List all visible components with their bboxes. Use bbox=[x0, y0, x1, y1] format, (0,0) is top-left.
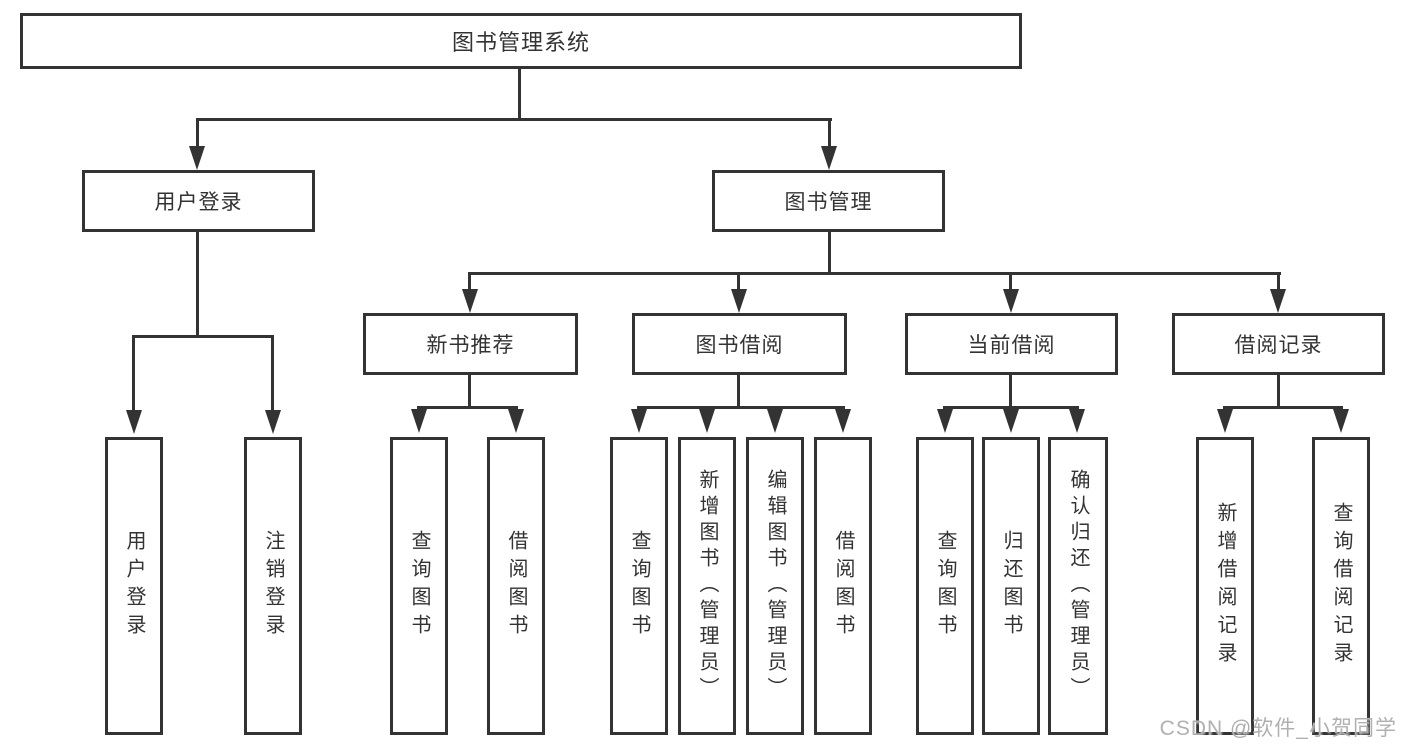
connector-root-stem bbox=[518, 69, 521, 120]
node-label: 当前借阅 bbox=[967, 334, 1056, 357]
arrowhead-g5-leaf1 bbox=[1217, 409, 1233, 433]
connector-book-mgmt-stem bbox=[828, 232, 831, 274]
connector-stem-login-leaf2 bbox=[271, 335, 274, 411]
node-current-borrowing: 当前借阅 bbox=[905, 313, 1118, 375]
leaf-label: 归还图书 bbox=[1000, 530, 1022, 642]
leaf-label: 新增借阅记录 bbox=[1214, 502, 1236, 670]
leaf-add-borrow-record: 新增借阅记录 bbox=[1196, 437, 1254, 735]
leaf-label: 查询图书 bbox=[628, 530, 650, 642]
leaf-return-books: 归还图书 bbox=[982, 437, 1040, 735]
node-label: 用户登录 bbox=[154, 191, 243, 214]
connector-stem-user-login bbox=[196, 118, 199, 148]
arrowhead-book-borrow bbox=[731, 289, 747, 313]
connector-g2-rail bbox=[417, 406, 518, 409]
leaf-label: 编辑图书（管理员） bbox=[764, 469, 786, 703]
arrowhead-login-leaf2 bbox=[265, 410, 281, 434]
connector-g3-stem bbox=[737, 375, 740, 409]
node-root-library-system: 图书管理系统 bbox=[20, 13, 1022, 69]
node-book-borrowing: 图书借阅 bbox=[632, 313, 847, 375]
leaf-label: 用户登录 bbox=[123, 530, 145, 642]
connector-user-login-stem bbox=[196, 232, 199, 338]
leaf-label: 注销登录 bbox=[262, 530, 284, 642]
connector-user-login-rail bbox=[132, 335, 274, 338]
connector-g2-stem bbox=[468, 375, 471, 409]
connector-stem-borrow-records bbox=[1277, 272, 1280, 291]
node-new-book-recommend: 新书推荐 bbox=[363, 313, 578, 375]
connector-g3-rail bbox=[637, 406, 845, 409]
arrowhead-g3-leaf1 bbox=[631, 409, 647, 433]
connector-stem-book-borrow bbox=[737, 272, 740, 291]
connector-g4-rail bbox=[943, 406, 1079, 409]
leaf-query-books-2: 查询图书 bbox=[610, 437, 668, 735]
connector-stem-current-borrow bbox=[1009, 272, 1012, 291]
leaf-label: 查询图书 bbox=[408, 530, 430, 642]
node-borrowing-records: 借阅记录 bbox=[1172, 313, 1385, 375]
leaf-edit-book-admin: 编辑图书（管理员） bbox=[746, 437, 804, 735]
leaf-logout: 注销登录 bbox=[244, 437, 302, 735]
arrowhead-g4-leaf2 bbox=[1003, 409, 1019, 433]
leaf-user-login: 用户登录 bbox=[105, 437, 163, 735]
node-label: 图书管理系统 bbox=[451, 30, 590, 55]
leaf-confirm-return-admin: 确认归还（管理员） bbox=[1048, 437, 1108, 735]
connector-g5-stem bbox=[1277, 375, 1280, 409]
connector-g4-stem bbox=[1009, 375, 1012, 409]
connector-stem-login-leaf1 bbox=[132, 335, 135, 411]
leaf-label: 确认归还（管理员） bbox=[1067, 469, 1089, 703]
node-user-login: 用户登录 bbox=[82, 170, 315, 232]
connector-stem-book-mgmt bbox=[828, 118, 831, 148]
arrowhead-book-mgmt bbox=[821, 146, 837, 170]
connector-g5-rail bbox=[1223, 406, 1343, 409]
leaf-label: 借阅图书 bbox=[505, 530, 527, 642]
connector-root-rail bbox=[196, 118, 832, 121]
arrowhead-g3-leaf4 bbox=[835, 409, 851, 433]
arrowhead-user-login bbox=[189, 146, 205, 170]
leaf-query-borrow-record: 查询借阅记录 bbox=[1312, 437, 1370, 735]
connector-book-mgmt-rail bbox=[468, 272, 1281, 275]
leaf-query-books-1: 查询图书 bbox=[390, 437, 448, 735]
arrowhead-g4-leaf3 bbox=[1069, 409, 1085, 433]
connector-stem-new-books bbox=[468, 272, 471, 291]
leaf-borrow-books-2: 借阅图书 bbox=[814, 437, 872, 735]
arrowhead-g5-leaf2 bbox=[1333, 409, 1349, 433]
arrowhead-g4-leaf1 bbox=[937, 409, 953, 433]
node-book-management: 图书管理 bbox=[712, 170, 945, 232]
arrowhead-borrow-records bbox=[1270, 289, 1286, 313]
leaf-label: 借阅图书 bbox=[832, 530, 854, 642]
node-label: 借阅记录 bbox=[1234, 334, 1323, 357]
arrowhead-g3-leaf3 bbox=[767, 409, 783, 433]
arrowhead-g3-leaf2 bbox=[699, 409, 715, 433]
arrowhead-login-leaf1 bbox=[126, 410, 142, 434]
arrowhead-current-borrow bbox=[1003, 289, 1019, 313]
leaf-add-book-admin: 新增图书（管理员） bbox=[678, 437, 736, 735]
node-label: 新书推荐 bbox=[426, 334, 515, 357]
node-label: 图书管理 bbox=[784, 191, 873, 214]
leaf-borrow-books-1: 借阅图书 bbox=[487, 437, 545, 735]
leaf-query-books-3: 查询图书 bbox=[916, 437, 974, 735]
arrowhead-g2-leaf2 bbox=[508, 409, 524, 433]
leaf-label: 新增图书（管理员） bbox=[696, 469, 718, 703]
arrowhead-g2-leaf1 bbox=[411, 409, 427, 433]
leaf-label: 查询图书 bbox=[934, 530, 956, 642]
leaf-label: 查询借阅记录 bbox=[1330, 502, 1352, 670]
node-label: 图书借阅 bbox=[695, 334, 784, 357]
arrowhead-new-books bbox=[462, 289, 478, 313]
